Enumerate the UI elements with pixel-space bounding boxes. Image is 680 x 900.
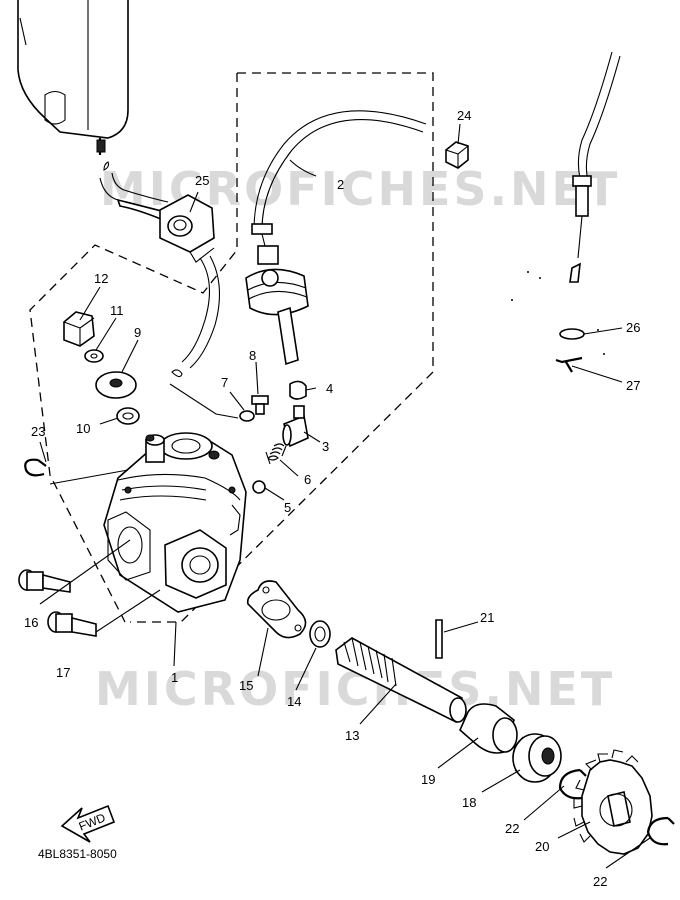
part-4-cap [289, 380, 307, 400]
callout-22-upper: 22 [505, 821, 519, 836]
callout-25: 25 [195, 173, 209, 188]
reference-code: 4BL8351-8050 [38, 847, 117, 861]
callout-5: 5 [284, 500, 291, 515]
part-22-circlip-upper [558, 768, 587, 800]
part-27-clip [555, 356, 583, 373]
part-1-oil-pump [103, 432, 247, 613]
dashed-group-outlines [29, 72, 434, 623]
callout-6: 6 [304, 472, 311, 487]
callout-2: 2 [337, 177, 344, 192]
callout-9: 9 [134, 325, 141, 340]
callout-24: 24 [457, 108, 471, 123]
callout-8: 8 [249, 348, 256, 363]
oil-tank [17, 0, 129, 155]
callout-10: 10 [76, 421, 90, 436]
part-25-hose-joint [159, 194, 215, 263]
leader-lines [39, 123, 651, 869]
scan-specks [511, 271, 605, 355]
pump-inlet-hose [171, 255, 220, 378]
part-13-pump-shaft [335, 637, 467, 724]
callout-19: 19 [421, 772, 435, 787]
callout-20: 20 [535, 839, 549, 854]
part-8-screw [251, 395, 269, 415]
callout-labels: 1 2 3 4 5 6 7 8 9 10 11 12 13 14 15 16 1… [24, 108, 640, 889]
callout-27: 27 [626, 378, 640, 393]
part-2-oil-cable [245, 110, 427, 366]
part-15-gasket [246, 580, 307, 639]
callout-14: 14 [287, 694, 301, 709]
callout-7: 7 [221, 375, 228, 390]
callout-1: 1 [171, 670, 178, 685]
callout-16: 16 [24, 615, 38, 630]
part-22-circlip-lower [646, 816, 675, 846]
callout-17: 17 [56, 665, 70, 680]
callout-15: 15 [239, 678, 253, 693]
part-7-washer [239, 410, 255, 422]
part-26-washer [559, 328, 585, 340]
callout-21: 21 [480, 610, 494, 625]
part-11-washer [84, 349, 104, 363]
callout-26: 26 [626, 320, 640, 335]
callout-13: 13 [345, 728, 359, 743]
callout-4: 4 [326, 381, 333, 396]
part-14-seal [309, 620, 331, 648]
part-20-gear [573, 749, 653, 855]
part-10-seal [116, 407, 140, 425]
part-6-spring [267, 443, 285, 461]
part-12-nut [63, 311, 95, 347]
part-5-ball [252, 480, 266, 494]
part-17-bolt [47, 611, 97, 637]
part-18-bearing [512, 733, 562, 783]
part-21-pin [435, 619, 443, 659]
callout-22-lower: 22 [593, 874, 607, 889]
callout-11: 11 [110, 303, 124, 318]
part-23-clip [24, 458, 47, 477]
callout-18: 18 [462, 795, 476, 810]
callout-23: 23 [31, 424, 45, 439]
callout-3: 3 [322, 439, 329, 454]
fwd-arrow-icon: FWD [60, 804, 116, 843]
callout-12: 12 [94, 271, 108, 286]
part-3-fitting [282, 405, 309, 448]
part-24-cap [445, 141, 469, 169]
